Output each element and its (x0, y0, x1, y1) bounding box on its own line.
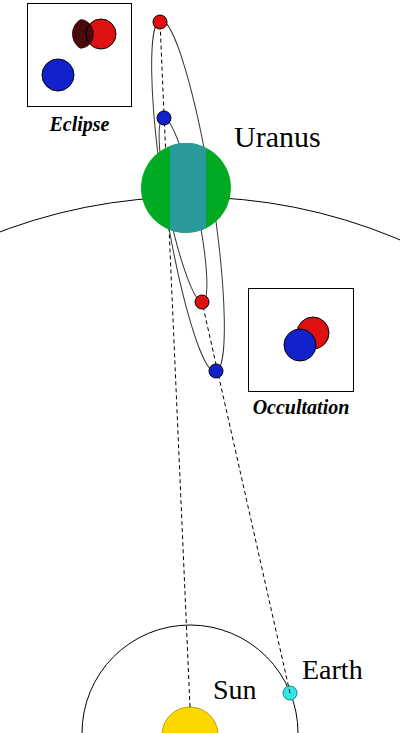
uranus-orbit (0, 197, 400, 733)
inset-box: Eclipse (27, 3, 132, 136)
blue-moon (157, 111, 171, 125)
blue-moon (209, 364, 223, 378)
eclipse-inset (42, 17, 116, 91)
line-of-sight (202, 302, 290, 693)
planet-label: Earth (302, 655, 363, 686)
inset-caption: Eclipse (27, 113, 132, 136)
inset-frame (27, 3, 132, 107)
star-label: Sun (213, 675, 257, 706)
outer-moon-orbit (137, 16, 239, 375)
inset-frame (248, 288, 354, 392)
occultation-inset (284, 317, 329, 361)
sun-disk (162, 707, 218, 733)
uranus-planet (141, 140, 231, 240)
inset-box: Occultation (248, 288, 354, 419)
earth-orbit (82, 625, 298, 733)
planet-label: Uranus (234, 120, 321, 153)
red-moon (153, 15, 167, 29)
inset-caption: Occultation (248, 396, 354, 419)
red-moon (195, 295, 209, 309)
